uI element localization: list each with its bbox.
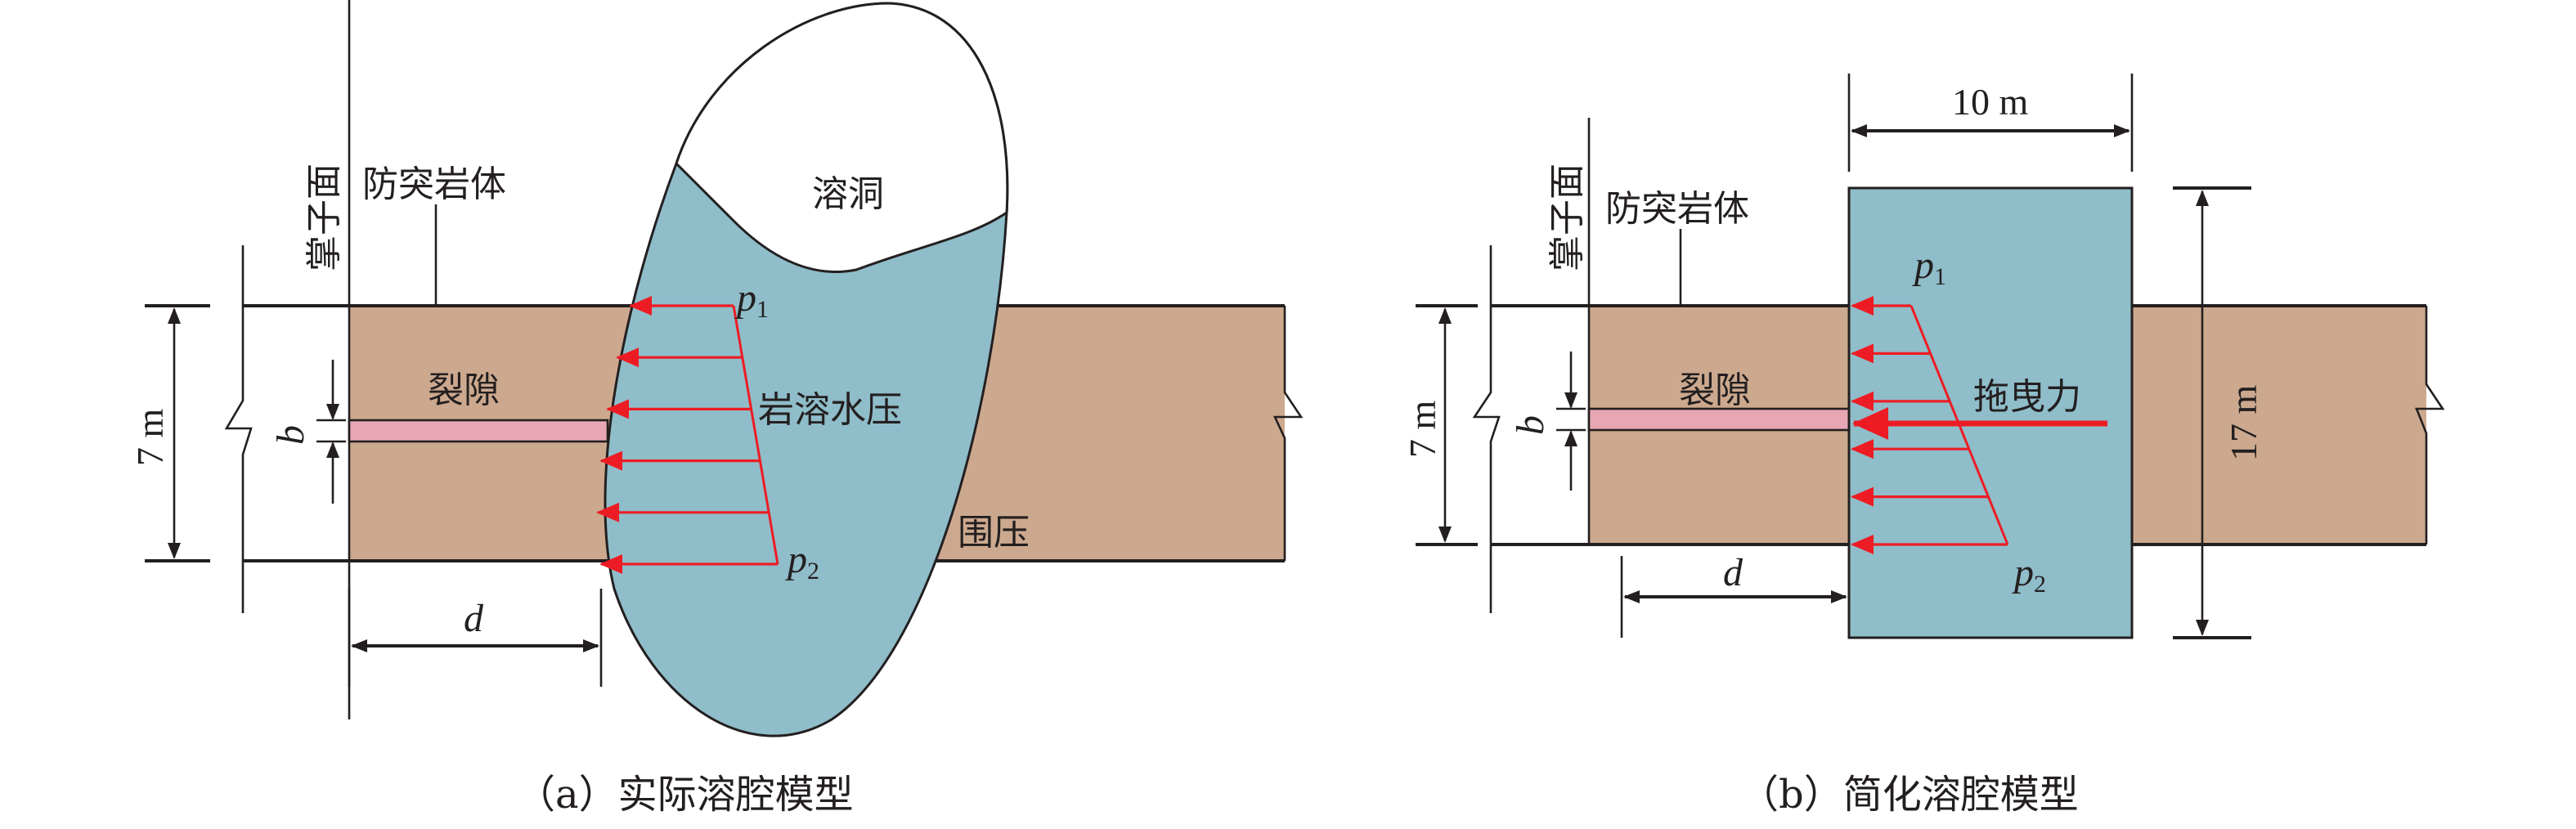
panel-b: 防突岩体 掌子面 裂隙 拖曳力 p1 p2 10 m 17 m 7 m b	[1402, 74, 2445, 818]
p1-label: p1	[1912, 244, 1946, 290]
b-label: b	[269, 425, 312, 445]
caption-a: （a）实际溶腔模型	[516, 772, 854, 818]
width-dim-label: 10 m	[1952, 81, 2029, 123]
drag-label: 拖曳力	[1973, 376, 2081, 418]
face-label: 掌子面	[303, 164, 345, 271]
p1-label: p1	[734, 276, 769, 323]
height-dim-label: 7 m	[129, 409, 171, 467]
d-label: d	[464, 597, 484, 640]
break-line-right	[1272, 306, 1304, 561]
crack-label: 裂隙	[1679, 370, 1751, 411]
face-label: 掌子面	[1546, 164, 1588, 271]
rock-label: 防突岩体	[1605, 188, 1749, 230]
pressure-label: 岩溶水压	[758, 389, 902, 431]
karst-cave-void	[675, 2, 1009, 273]
cavity-height-label: 17 m	[2223, 385, 2264, 462]
cave-label: 溶洞	[812, 173, 884, 215]
d-label: d	[1723, 551, 1744, 594]
break-line-left	[224, 245, 253, 613]
break-line-right	[2415, 306, 2445, 544]
caption-b: （b）简化溶腔模型	[1739, 772, 2079, 818]
crack-label: 裂隙	[428, 370, 500, 411]
b-label: b	[1509, 415, 1552, 435]
water-pressure-arrows-a	[596, 296, 778, 574]
p2-label: p2	[2012, 551, 2046, 598]
panel-a: 防突岩体 掌子面 溶洞 裂隙 岩溶水压 围压 p1 p2 7 m b d （a）…	[129, 0, 1304, 818]
confining-label: 围压	[958, 512, 1030, 553]
crack	[348, 419, 609, 443]
rock-label: 防突岩体	[362, 164, 506, 205]
simplified-cavity	[1847, 186, 2134, 639]
height-dim-label: 7 m	[1402, 401, 1443, 459]
break-line-left	[1472, 245, 1501, 613]
p2-label: p2	[785, 538, 819, 585]
pressure-distribution-line-a	[732, 305, 779, 565]
crack	[1587, 407, 1851, 432]
water-pressure-arrows-b	[1851, 296, 2008, 554]
